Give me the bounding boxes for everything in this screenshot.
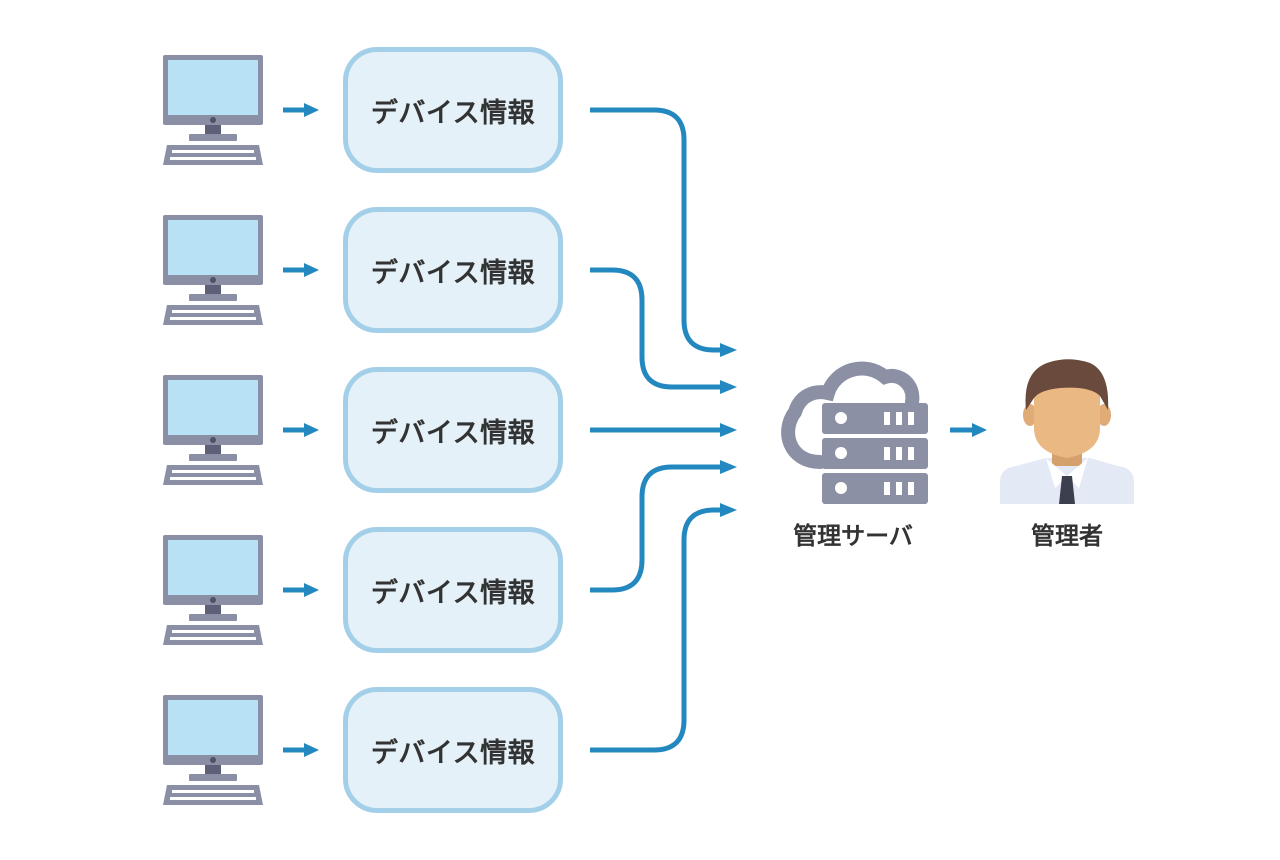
device-info-label: デバイス情報: [370, 577, 536, 609]
device-arrows: [283, 103, 319, 757]
arrow-right-icon: [283, 423, 319, 437]
arrowhead-icon: [720, 503, 737, 517]
cloud-server-icon: [781, 361, 928, 504]
connector-5: [590, 507, 722, 753]
connector-arrowheads: [720, 343, 737, 517]
connector-lines: [590, 107, 722, 753]
connector-1: [590, 107, 722, 353]
device-info-box: デバイス情報: [343, 47, 563, 173]
device-info-box: デバイス情報: [343, 367, 563, 493]
arrowhead-icon: [720, 423, 737, 437]
arrow-right-icon: [283, 583, 319, 597]
connector-2: [590, 267, 722, 390]
computer-icon: [163, 695, 263, 805]
device-info-label: デバイス情報: [370, 257, 536, 289]
device-info-box: デバイス情報: [343, 207, 563, 333]
computer-icon: [163, 375, 263, 485]
person-icon: [1000, 359, 1134, 504]
arrowhead-icon: [720, 343, 737, 357]
arrow-right-icon: [283, 263, 319, 277]
computer-icon: [163, 535, 263, 645]
computer-icon: [163, 55, 263, 165]
device-info-box: デバイス情報: [343, 687, 563, 813]
admin-label: 管理者: [1031, 522, 1103, 550]
arrowhead-icon: [720, 380, 737, 394]
arrowhead-icon: [720, 460, 737, 474]
connector-4: [590, 464, 722, 593]
device-info-label: デバイス情報: [370, 737, 536, 769]
arrow-right-icon: [283, 103, 319, 117]
device-info-label: デバイス情報: [370, 97, 536, 129]
device-info-box: デバイス情報: [343, 527, 563, 653]
arrow-right-icon: [950, 423, 987, 437]
server-label: 管理サーバ: [793, 522, 913, 550]
computer-icons: [163, 55, 263, 805]
computer-icon: [163, 215, 263, 325]
device-info-label: デバイス情報: [370, 417, 536, 449]
arrow-right-icon: [283, 743, 319, 757]
